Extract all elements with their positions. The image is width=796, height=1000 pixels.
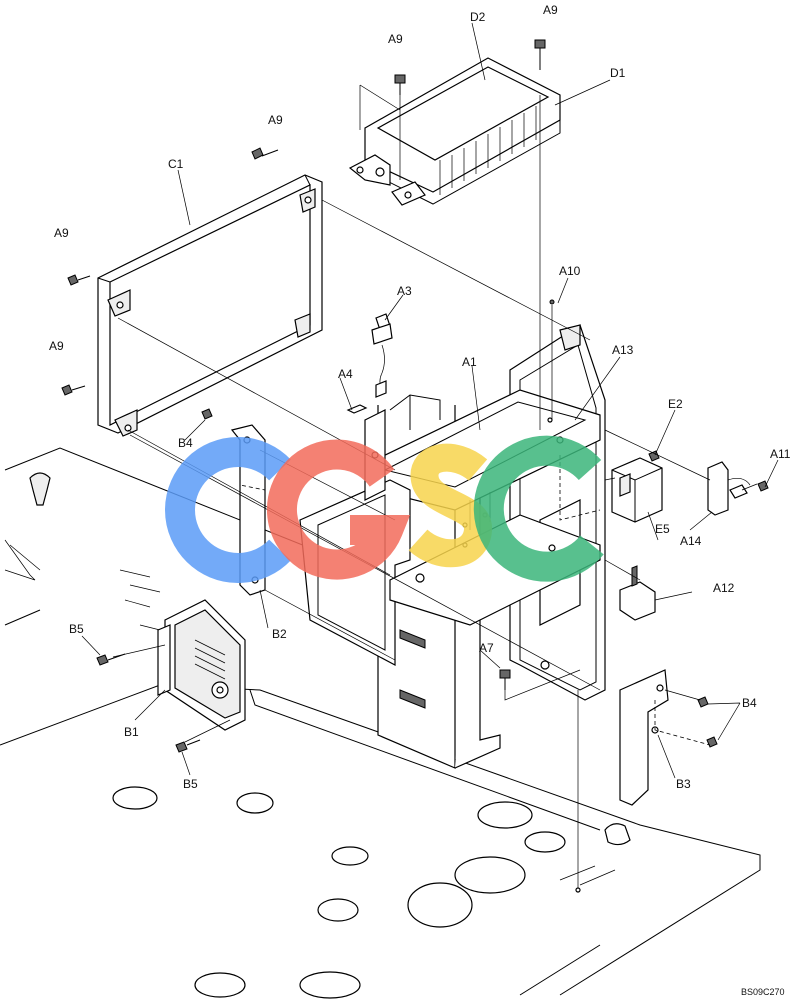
callout-c1: C1 [168,157,184,171]
watermark-letter-g [266,439,411,580]
callout-d2: D2 [470,10,486,24]
callout-d1: D1 [610,66,626,80]
callout-b1: B1 [124,725,139,739]
watermark-letter-s [408,443,492,568]
watermark-letter-c-1 [165,437,291,583]
callout-b4: B4 [178,436,193,450]
floor-plate [0,447,761,999]
callout-b5: B5 [183,777,198,791]
bracket-b3 [619,669,669,806]
ecu-module-b1 [157,599,246,731]
small-parts [61,39,769,753]
callout-a9: A9 [543,3,558,17]
callout-a3: A3 [397,284,412,298]
callout-a12: A12 [713,581,735,595]
callout-a9: A9 [388,32,403,46]
callout-labels: A1A3A4A7A9A9A9A9A9A10A11A12A13A14B1B2B3B… [49,3,791,791]
callout-a9: A9 [54,226,69,240]
callout-a14: A14 [680,534,702,548]
callout-a4: A4 [338,367,353,381]
callout-a7: A7 [479,641,494,655]
callout-b4: B4 [742,696,757,710]
callout-a13: A13 [612,343,634,357]
callout-a10: A10 [559,264,581,278]
callout-a9: A9 [268,113,283,127]
controller-box-d1-d2 [348,57,561,206]
callout-b2: B2 [272,627,287,641]
cover-panel-c1 [97,174,323,437]
callout-a9: A9 [49,339,64,353]
watermark-letter-c-2 [473,435,604,582]
callout-e2: E2 [668,397,683,411]
callout-b5: B5 [69,622,84,636]
watermark-logo [165,435,604,583]
callout-leaders [81,22,779,779]
callout-a11: A11 [770,447,791,461]
callout-a1: A1 [462,355,477,369]
callout-e5: E5 [655,522,670,536]
callout-b3: B3 [676,777,691,791]
reference-code: BS09C270 [741,987,785,997]
